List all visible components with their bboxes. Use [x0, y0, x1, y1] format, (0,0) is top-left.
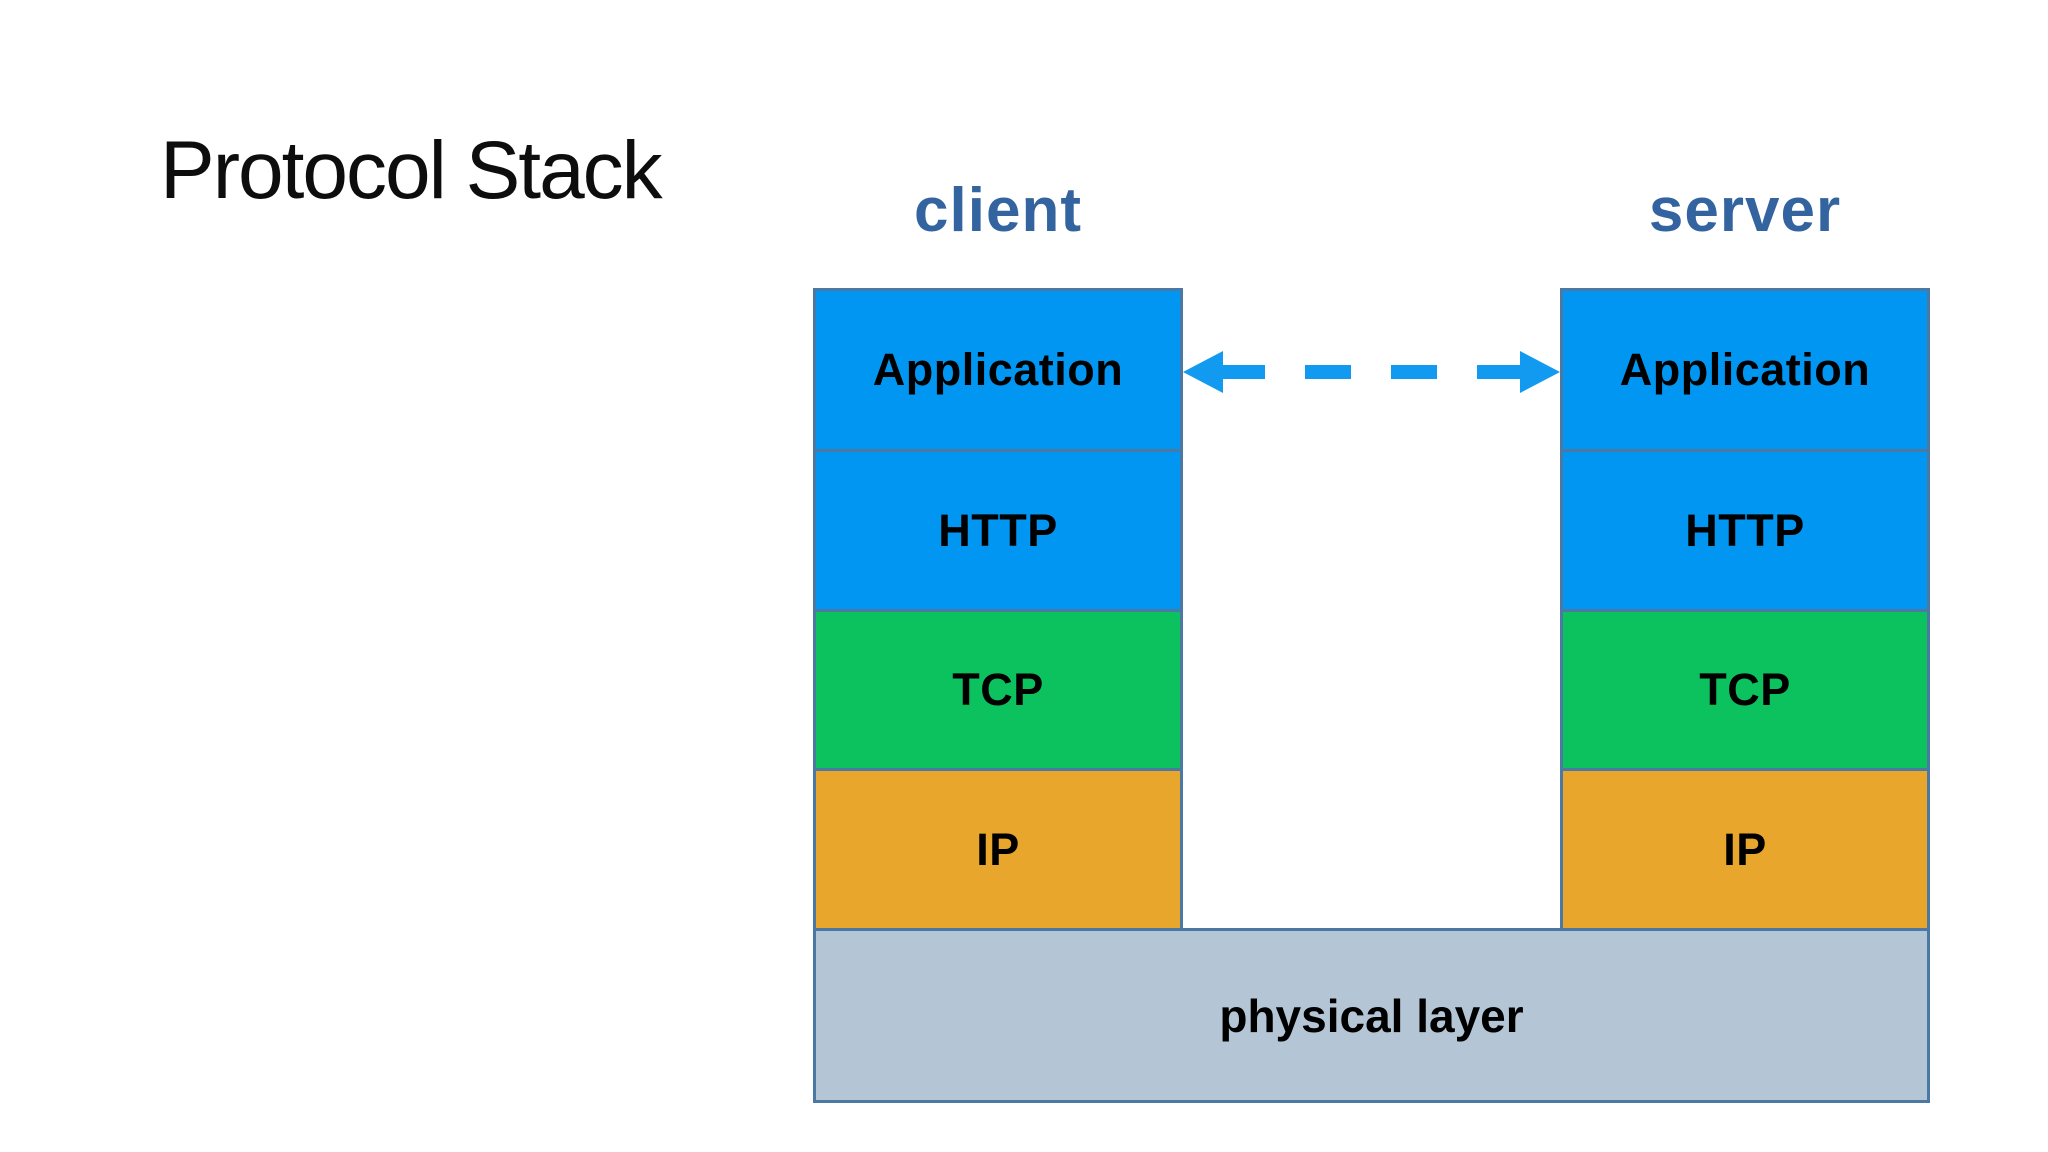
server-ip-layer: IP — [1560, 768, 1930, 931]
dashed-double-arrow-icon — [1183, 351, 1560, 393]
client-column-label: client — [914, 176, 1082, 245]
server-protocol-stack: Application HTTP TCP IP — [1560, 288, 1930, 931]
client-protocol-stack: Application HTTP TCP IP — [813, 288, 1183, 931]
client-http-layer: HTTP — [813, 449, 1183, 612]
server-http-layer: HTTP — [1560, 449, 1930, 612]
client-application-layer: Application — [813, 288, 1183, 452]
page-title: Protocol Stack — [160, 125, 663, 216]
server-column-label: server — [1648, 176, 1842, 245]
server-application-layer: Application — [1560, 288, 1930, 452]
client-tcp-layer: TCP — [813, 609, 1183, 771]
server-tcp-layer: TCP — [1560, 609, 1930, 771]
client-ip-layer: IP — [813, 768, 1183, 931]
physical-layer: physical layer — [813, 928, 1930, 1103]
